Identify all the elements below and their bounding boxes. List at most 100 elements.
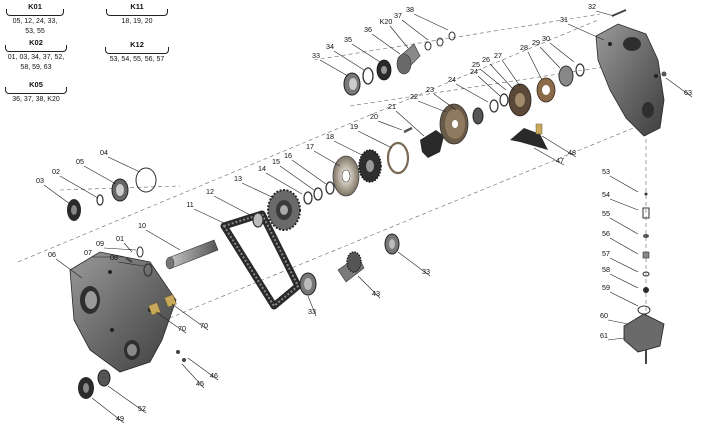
kit-title: K11	[130, 2, 144, 11]
housing-bore-inner	[85, 291, 97, 309]
housing-bolt-hole	[608, 42, 612, 46]
callout-number: 26	[482, 55, 490, 64]
callout-number: 57	[602, 249, 610, 258]
rear-housing	[595, 23, 665, 137]
washer	[303, 191, 313, 205]
leader-line	[55, 258, 83, 279]
callout-number: 70	[200, 321, 208, 330]
callout-number: 31	[560, 15, 568, 24]
leader-line	[213, 195, 253, 217]
plug	[661, 71, 667, 77]
washer	[313, 187, 323, 201]
kit-k12: K12 53, 54, 55, 56, 57	[102, 40, 172, 65]
callout-number: 52	[138, 404, 146, 413]
housing-bore	[623, 37, 641, 51]
flange-face	[396, 53, 412, 75]
fork-body	[510, 128, 548, 150]
callout-number: 61	[600, 331, 608, 340]
housing-bolt-hole	[108, 270, 112, 274]
washer	[325, 181, 335, 195]
bearing-ring	[252, 212, 264, 228]
clutch-disc	[332, 155, 360, 197]
kit-line: 36, 37, 38, K20	[12, 96, 60, 103]
callout-number: 11	[186, 200, 193, 209]
axis-line	[59, 185, 181, 191]
disc-hole	[341, 169, 351, 183]
housing-body	[69, 251, 177, 373]
leader-line	[501, 59, 521, 87]
plug	[642, 251, 650, 259]
leader-line	[171, 303, 209, 331]
kit-brace	[5, 45, 67, 52]
fork-pad	[535, 123, 543, 135]
callout-number: 47	[556, 156, 564, 165]
leader-line	[417, 100, 447, 113]
leader-lines	[43, 10, 693, 424]
callout-number: 21	[388, 102, 396, 111]
bearing	[97, 369, 111, 387]
leader-line	[665, 77, 693, 98]
callout-number: 35	[344, 35, 352, 44]
washer	[96, 194, 104, 206]
leader-line	[319, 59, 349, 77]
leader-line	[193, 208, 227, 225]
callout-number: 18	[326, 132, 334, 141]
leader-line	[333, 140, 365, 157]
callout-number: 58	[602, 265, 610, 274]
actuator-motor	[623, 313, 665, 353]
leader-line	[541, 135, 577, 158]
callout-number: 30	[542, 34, 550, 43]
gear-teeth	[346, 251, 362, 273]
callout-number: 60	[600, 311, 608, 320]
washer-hole	[542, 85, 550, 95]
housing-bore	[642, 102, 654, 118]
leader-line	[107, 385, 147, 414]
leader-line	[609, 175, 639, 193]
washer	[489, 99, 499, 113]
friction-disc	[439, 103, 469, 145]
bearing-inner	[389, 239, 395, 249]
leader-line	[433, 93, 457, 111]
pump-inner	[515, 93, 525, 107]
leader-line	[377, 120, 403, 131]
leader-line	[181, 363, 205, 389]
callout-number: 07	[84, 248, 92, 257]
rear-output-parts	[343, 31, 456, 96]
seal-hole	[71, 205, 77, 215]
callout-number: 29	[532, 38, 540, 47]
leader-line	[395, 110, 425, 137]
leader-line	[609, 273, 639, 289]
washer	[143, 263, 153, 277]
callout-number: 27	[494, 51, 502, 60]
washer	[643, 234, 649, 238]
leader-line	[43, 184, 71, 205]
kit-title: K05	[29, 80, 43, 89]
leader-line	[609, 291, 639, 307]
bracket-body	[420, 130, 444, 158]
sprocket-bore	[366, 160, 374, 172]
leader-line	[279, 165, 315, 191]
brass-pad	[164, 294, 177, 308]
kit-k01: K01 05, 12, 24, 33, 53, 55	[4, 2, 66, 37]
callout-number: 09	[96, 239, 104, 248]
drive-chain	[220, 210, 302, 310]
leader-line	[527, 51, 543, 81]
leader-line	[455, 83, 489, 103]
kit-line: 18, 19, 20	[121, 18, 153, 25]
kit-line: 01, 03, 34, 37, 52,	[7, 54, 65, 61]
leader-line	[609, 198, 639, 211]
kit-line: 05, 12, 24, 33,	[12, 18, 58, 25]
callout-number: 70	[178, 324, 186, 333]
axis-line	[313, 13, 601, 61]
leader-line	[155, 311, 187, 334]
leader-line	[413, 13, 449, 31]
housing-bore-inner	[127, 344, 137, 356]
kit-k05: K05 36, 37, 38, K20	[2, 80, 70, 105]
kit-brace	[5, 87, 67, 94]
callout-number: 04	[100, 148, 108, 157]
callout-number: 17	[306, 142, 314, 151]
callout-number: 33	[312, 51, 320, 60]
shift-actuator-parts	[611, 9, 667, 364]
leader-line	[333, 50, 365, 71]
